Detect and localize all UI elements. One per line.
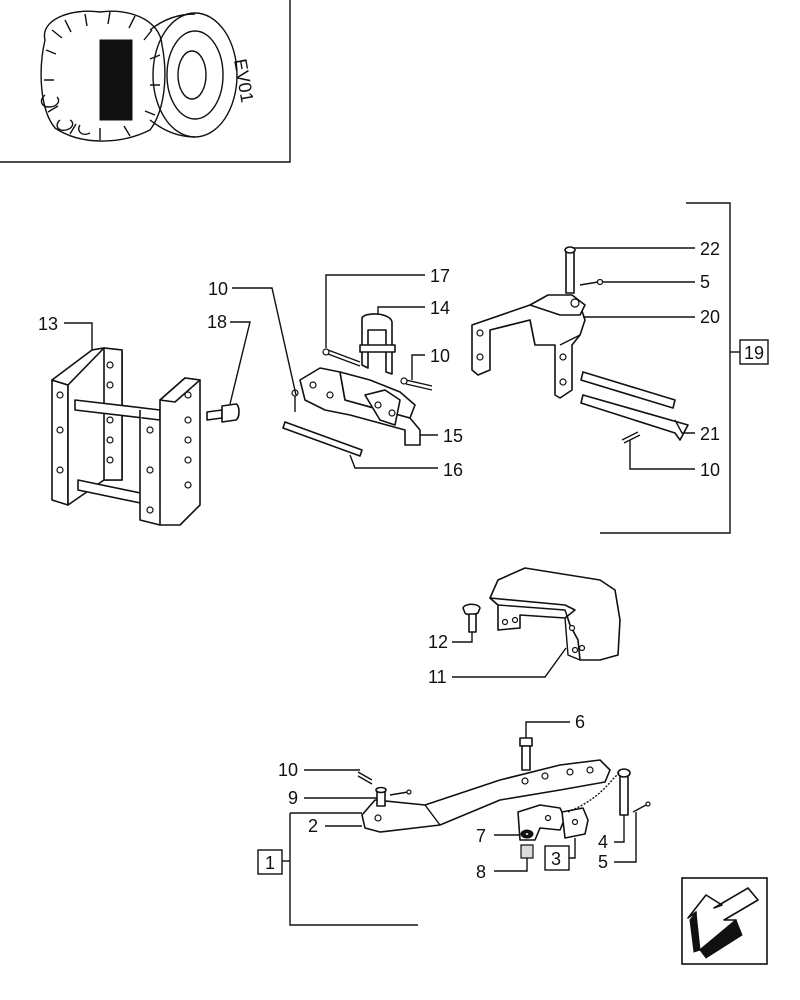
callout-4: 4: [598, 832, 608, 852]
part-6-bolt: [519, 737, 533, 771]
callout-18: 18: [207, 312, 227, 332]
part-18-bolt: [206, 403, 240, 423]
callout-10-a: 10: [208, 279, 228, 299]
callout-16: 16: [443, 460, 463, 480]
part-5-split-pin-b: [632, 801, 651, 813]
part-10-pin-b: [400, 377, 433, 391]
part-9-pin: [375, 786, 387, 807]
leader-5-b: [614, 812, 637, 863]
callout-17: 17: [430, 266, 450, 286]
callout-13: 13: [38, 314, 58, 334]
bracket-1: [289, 813, 418, 926]
part-12-bolt: [462, 603, 481, 633]
callout-5-b: 5: [598, 852, 608, 872]
part-15-hitch-body: [299, 367, 421, 446]
boxed-callout-1-frame: [257, 849, 283, 875]
callout-5-a: 5: [700, 272, 710, 292]
callout-20: 20: [700, 307, 720, 327]
part-8-nut: [520, 844, 534, 859]
callout-2: 2: [308, 816, 318, 836]
leader-13: [64, 322, 93, 350]
leader-14: [377, 306, 425, 315]
bracket-19: [600, 202, 731, 534]
leader-10-a: [232, 287, 297, 396]
part-16-pin: [282, 421, 363, 457]
leader-4: [614, 815, 625, 843]
leader-17: [325, 274, 425, 348]
part-13-frame: [51, 347, 201, 526]
leader-8: [494, 858, 528, 872]
inset-frame: [0, 0, 291, 163]
next-page-arrow-icon[interactable]: [681, 877, 768, 965]
callout-7: 7: [476, 826, 486, 846]
part-22-pin: [564, 246, 576, 294]
callout-8: 8: [476, 862, 486, 882]
part-10-pin-d: [357, 771, 412, 796]
leader-16: [349, 454, 438, 469]
tractor-rear-wheel-illustration: [40, 10, 238, 142]
leader-12: [452, 632, 473, 643]
part-20-bracket: [471, 294, 586, 399]
part-11-cover: [489, 567, 621, 661]
leader-6: [525, 721, 570, 738]
locator-inset: EV01: [0, 0, 291, 163]
callout-14: 14: [430, 298, 450, 318]
callout-10-b: 10: [430, 346, 450, 366]
part-14-clevis: [359, 313, 396, 375]
highlight-block: [99, 39, 133, 121]
part-4-pin-with-chain: [567, 768, 631, 816]
part-17-split-pin: [322, 348, 361, 367]
leader-21: [674, 419, 695, 434]
callout-22: 22: [700, 239, 720, 259]
frame-holes: [56, 361, 192, 514]
callout-1: 1: [265, 853, 275, 873]
callout-12: 12: [428, 632, 448, 652]
callout-6: 6: [575, 712, 585, 732]
part-7-washer: [520, 829, 534, 839]
part-21-pins: [580, 371, 689, 441]
part-10-pin-c: [621, 431, 641, 444]
callout-9: 9: [288, 788, 298, 808]
callout-21: 21: [700, 424, 720, 444]
leader-10-b: [411, 354, 425, 380]
leader-11: [452, 647, 567, 678]
leader-3: [569, 838, 576, 859]
part-5-split-pin-a: [579, 278, 604, 286]
boxed-callout-19-frame: [739, 339, 769, 365]
callout-15: 15: [443, 426, 463, 446]
callout-11: 11: [428, 667, 447, 687]
callout-19: 19: [744, 343, 764, 363]
leader-18: [229, 321, 251, 405]
callout-10-d: 10: [278, 760, 298, 780]
callout-3: 3: [551, 849, 561, 869]
callout-10-c: 10: [700, 460, 720, 480]
leader-10-c: [629, 440, 695, 470]
part-2-drawbar: [361, 759, 611, 833]
